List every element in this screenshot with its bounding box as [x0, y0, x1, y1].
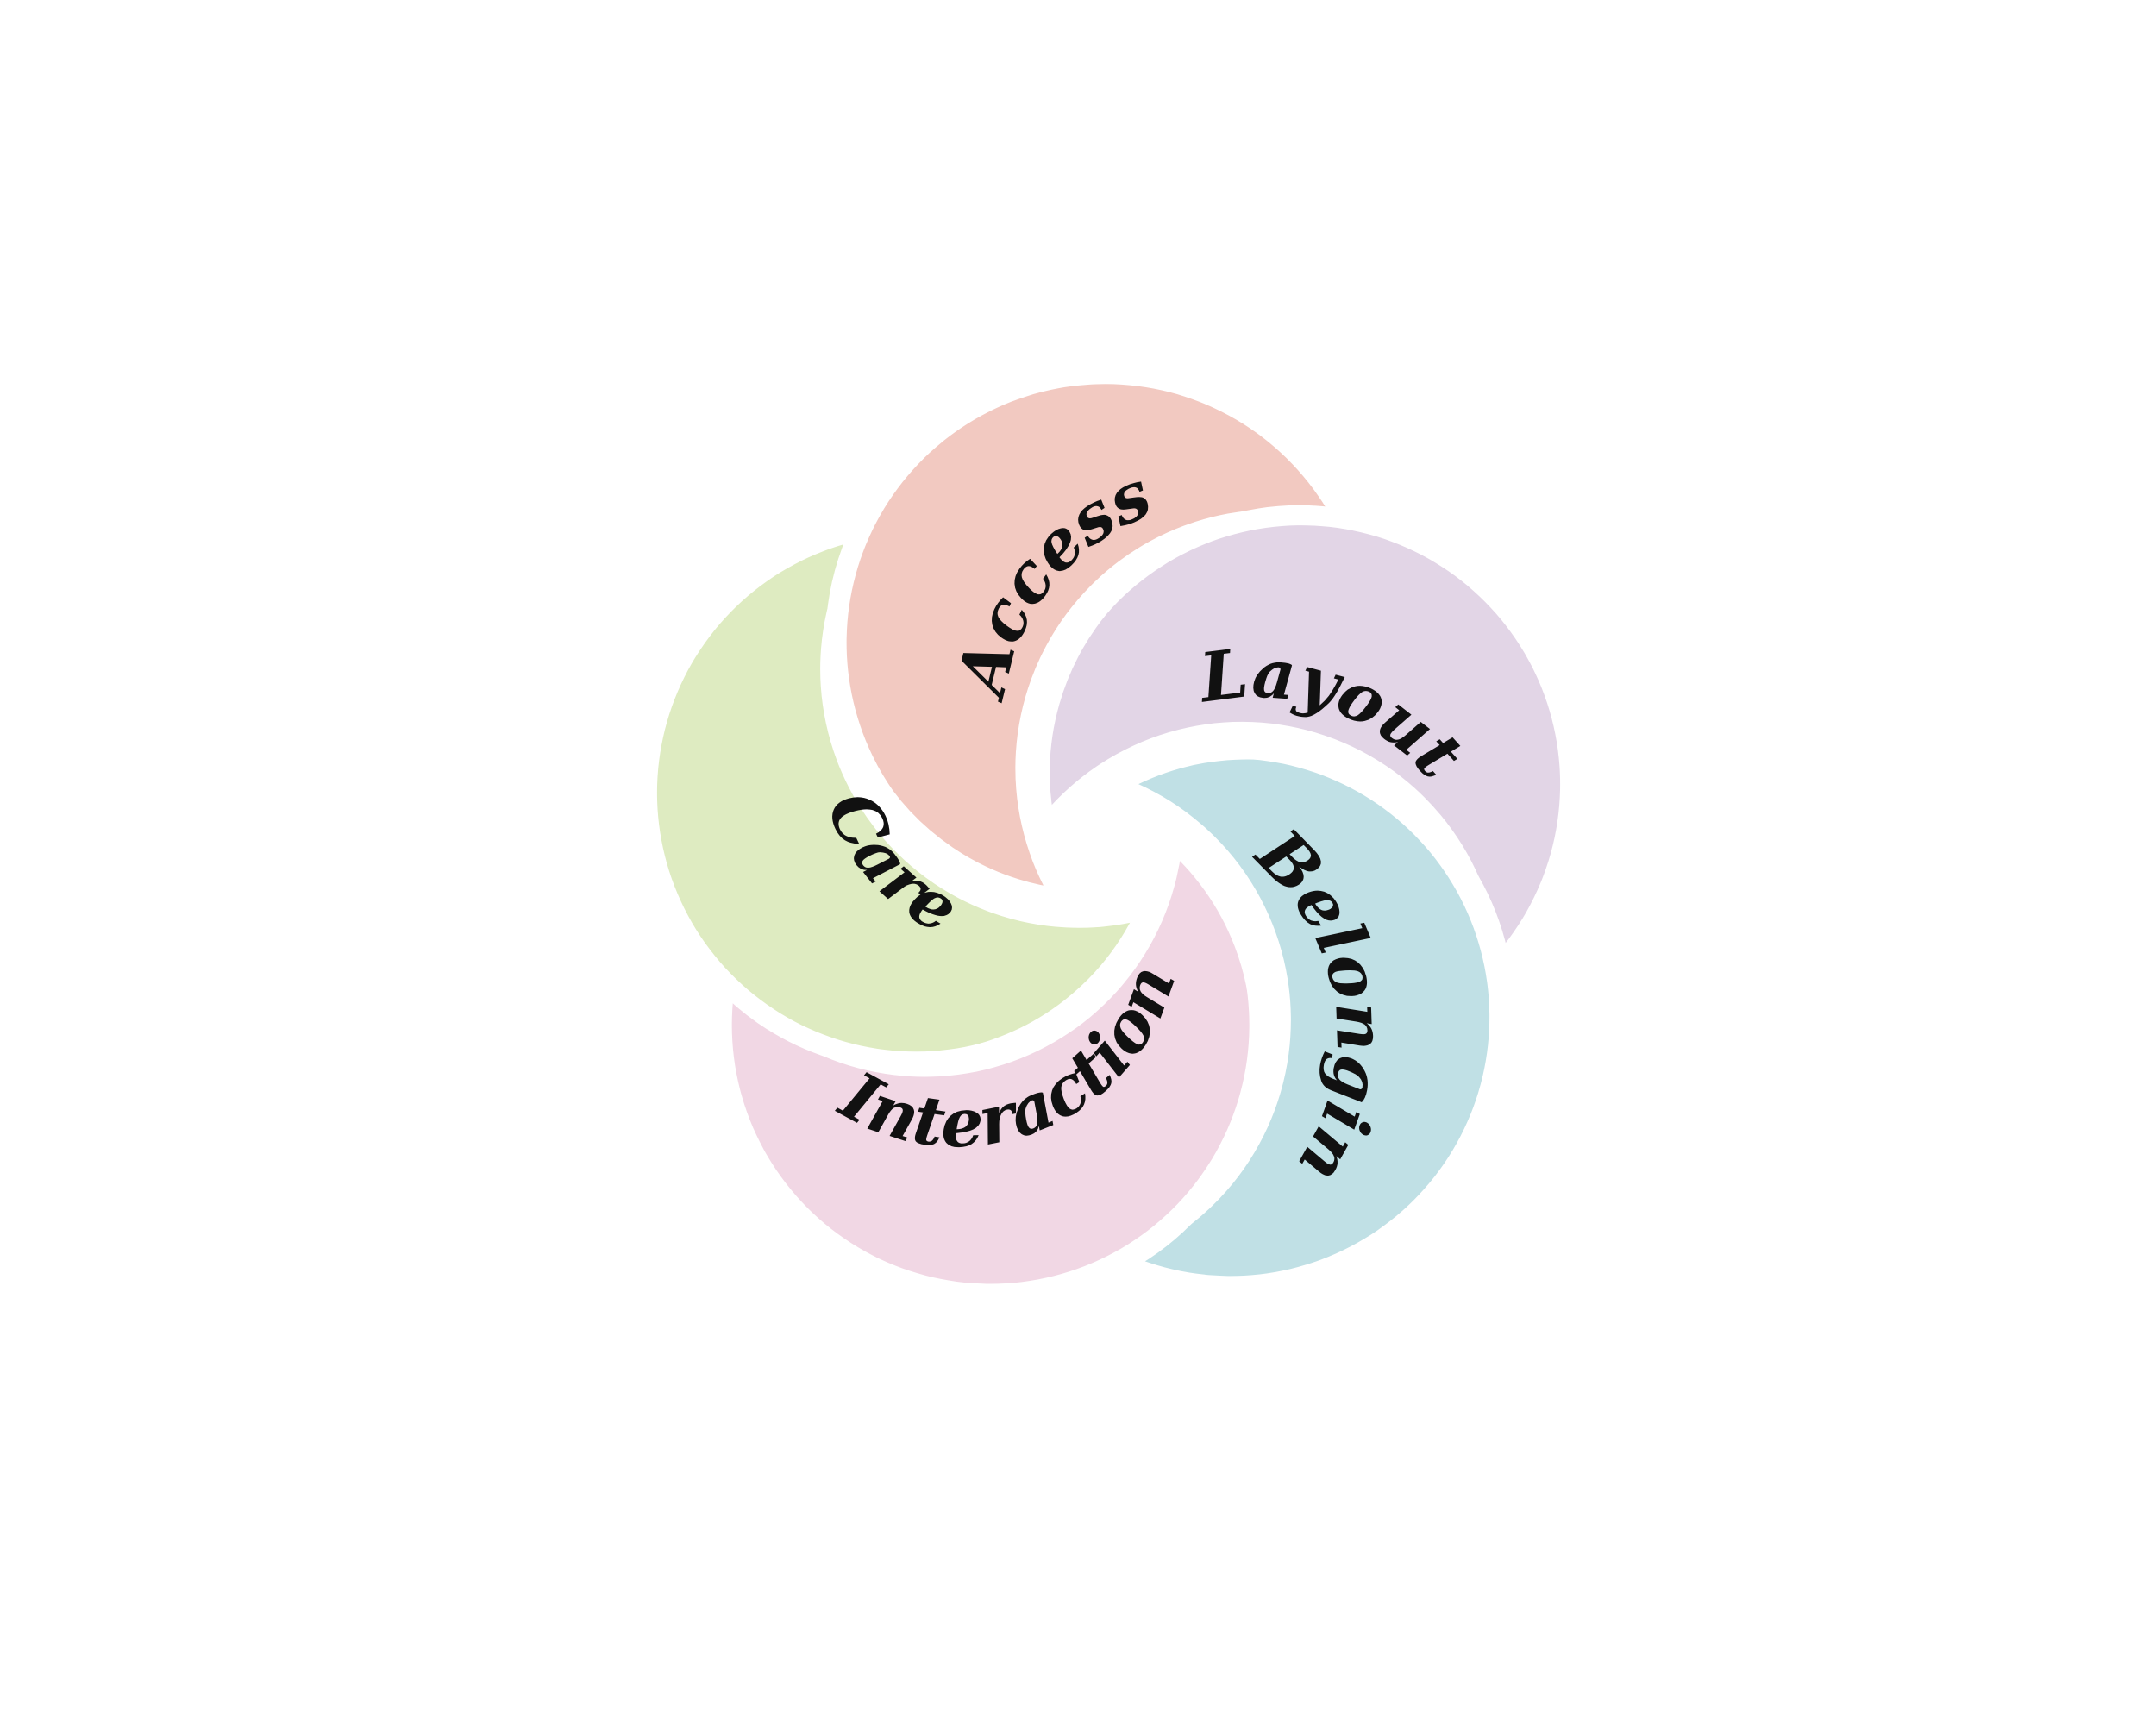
- petal-group: [656, 384, 1561, 1284]
- petal-interaction: [731, 850, 1250, 1284]
- petal-care: [656, 542, 1141, 1052]
- divider-access-layout: [1032, 505, 1339, 822]
- divider-layout-belonging: [1119, 742, 1507, 960]
- divider-interaction-care: [725, 912, 1150, 1071]
- petal-border-group: [725, 505, 1507, 1266]
- petal-access: [846, 384, 1331, 895]
- petal-layout: [1043, 525, 1561, 951]
- divider-belonging-interaction: [1126, 842, 1269, 1266]
- petal-belonging: [1128, 758, 1490, 1276]
- divider-care-access: [825, 533, 1057, 904]
